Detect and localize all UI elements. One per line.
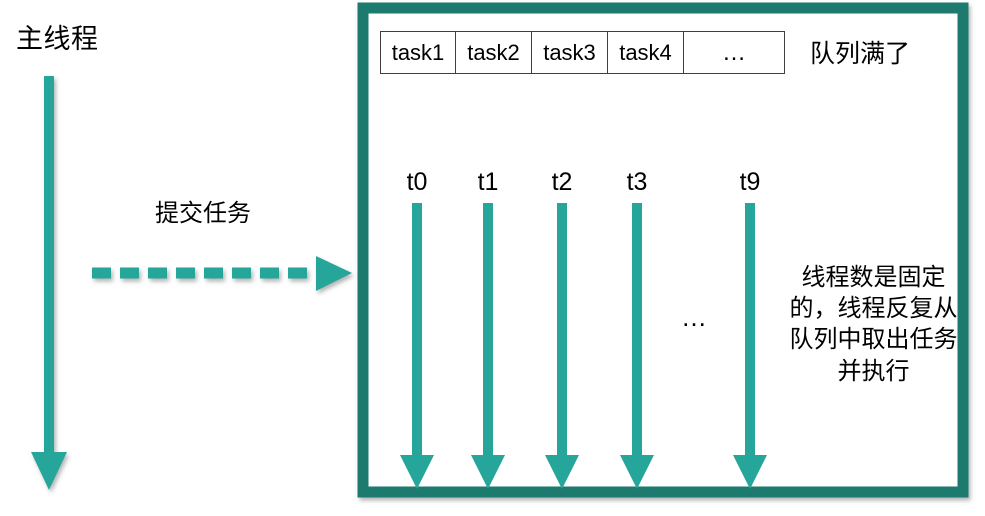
submit-task-label: 提交任务	[155, 200, 251, 227]
thread-arrow-t0	[400, 203, 434, 489]
queue-full-label: 队列满了	[810, 40, 911, 68]
submit-task-arrow	[92, 256, 352, 291]
queue-cell-task2: task2	[456, 31, 532, 74]
thread-label-t0: t0	[406, 168, 428, 196]
queue-cell-overflow: …	[684, 31, 785, 74]
thread-label-t1: t1	[477, 168, 499, 196]
thread-arrow-t2	[545, 203, 579, 489]
thread-label-t9: t9	[739, 168, 761, 196]
thread-label-t2: t2	[551, 168, 573, 196]
queue-cell-task1: task1	[380, 31, 456, 74]
thread-pool-note: 线程数是固定的，线程反复从队列中取出任务并执行	[789, 264, 958, 385]
thread-pool-box	[357, 2, 969, 498]
queue-cell-task4: task4	[608, 31, 684, 74]
thread-label-t3: t3	[626, 168, 648, 196]
main-thread-arrow	[31, 76, 67, 490]
thread-ellipsis: …	[681, 302, 709, 332]
main-thread-title: 主线程	[16, 24, 99, 54]
thread-arrow-t1	[471, 203, 505, 489]
thread-arrow-t9	[733, 203, 767, 489]
thread-arrow-t3	[620, 203, 654, 489]
queue-cell-task3: task3	[532, 31, 608, 74]
